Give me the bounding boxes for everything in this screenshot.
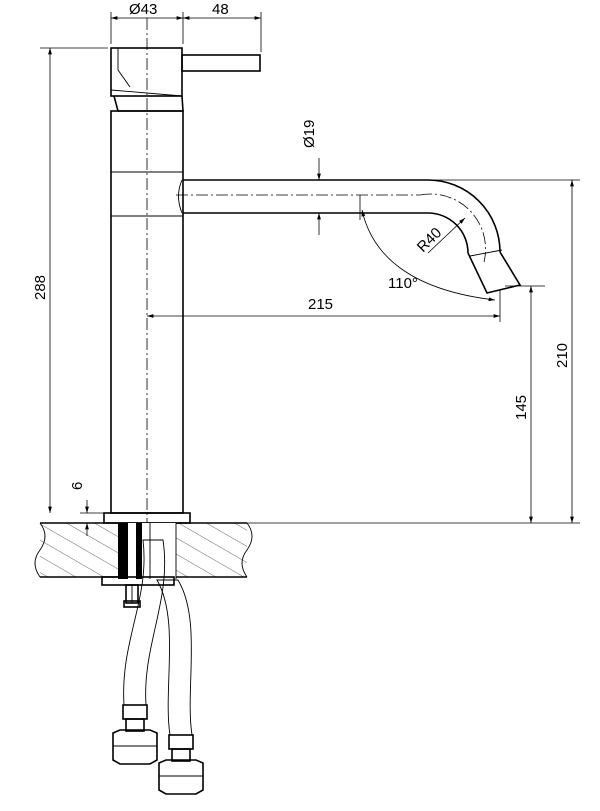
dim-spout-diameter: Ø19 (301, 120, 318, 148)
faucet-body (103, 18, 261, 530)
spout (176, 179, 522, 294)
hose-right (156, 579, 204, 795)
dim-base-thickness: 6 (69, 482, 86, 490)
dim-bend-radius: R40 (414, 224, 445, 255)
dim-handle-length: 48 (212, 1, 229, 18)
dim-total-height: 288 (32, 275, 49, 300)
dimension-lines (40, 12, 580, 536)
dim-spout-height: 210 (554, 343, 571, 368)
dim-outlet-height: 145 (513, 395, 530, 420)
mounting-assembly (101, 523, 177, 608)
hose-left (112, 539, 166, 765)
dim-spout-reach: 215 (308, 296, 333, 313)
dim-body-diameter: Ø43 (129, 1, 157, 18)
dim-spout-angle: 110° (388, 275, 418, 292)
